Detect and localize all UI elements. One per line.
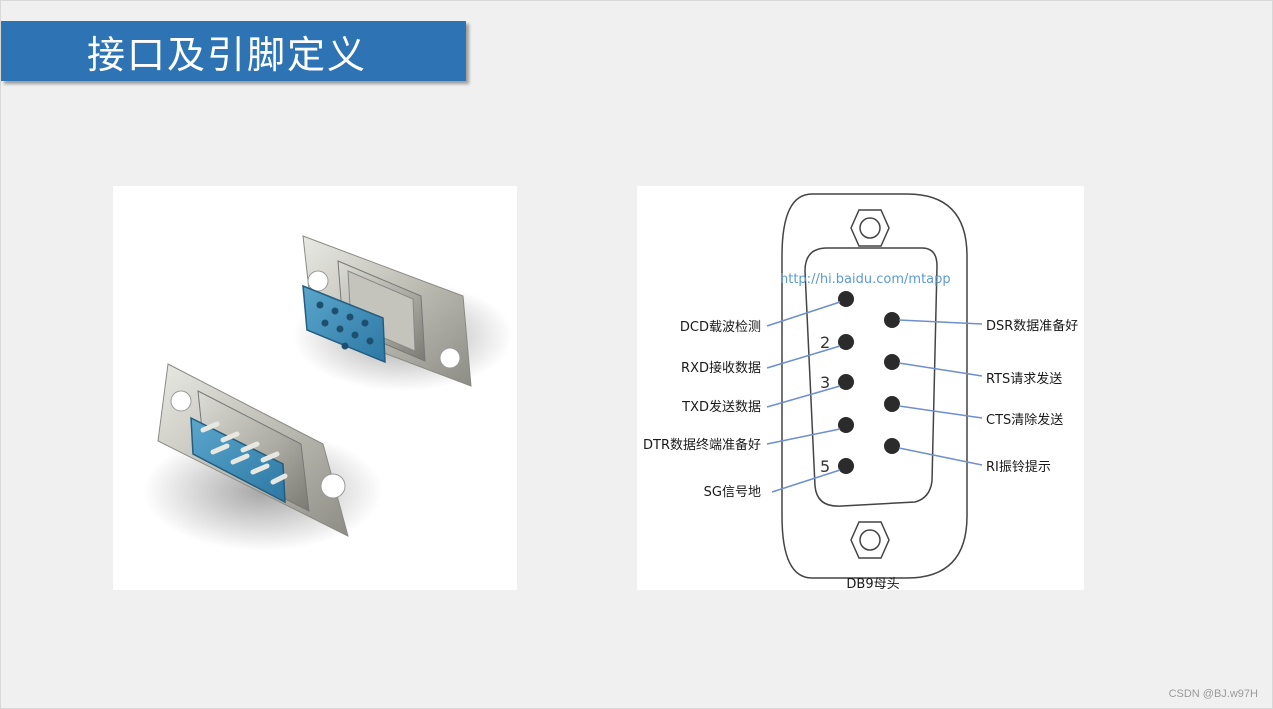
label-dsr: DSR数据准备好	[986, 318, 1078, 334]
label-txd: TXD发送数据	[681, 399, 761, 415]
title-bar: 接口及引脚定义	[1, 21, 466, 81]
male-connector	[143, 363, 383, 551]
label-sg: SG信号地	[704, 485, 761, 500]
top-mounting-nut	[850, 209, 890, 247]
pin-3	[838, 374, 854, 390]
label-rts: RTS请求发送	[986, 371, 1062, 387]
watermark: CSDN @BJ.w97H	[1168, 688, 1258, 700]
slide-title: 接口及引脚定义	[87, 32, 368, 77]
label-dcd: DCD载波检测	[680, 320, 761, 335]
pin-7	[884, 354, 900, 370]
db9-connectors-illustration	[143, 235, 513, 551]
connector-photo	[113, 186, 517, 590]
label-cts: CTS清除发送	[986, 412, 1063, 428]
bottom-mounting-nut	[850, 521, 890, 559]
label-rxd: RXD接收数据	[681, 360, 761, 376]
label-dtr: DTR数据终端准备好	[643, 437, 761, 453]
pin-6	[884, 312, 900, 328]
female-connector	[293, 235, 513, 391]
leader-lines	[766, 301, 983, 493]
pin-number-2: 2	[820, 333, 830, 352]
pin-2	[838, 334, 854, 350]
pin-8	[884, 396, 900, 412]
pinout-diagram: http://hi.baidu.com/mtapp 2 3 5	[637, 186, 1084, 590]
d-shell-outline	[804, 247, 938, 507]
pin-number-3: 3	[820, 373, 830, 392]
diagram-url: http://hi.baidu.com/mtapp	[780, 272, 951, 287]
pin-5	[838, 458, 854, 474]
diagram-caption: DB9母头	[846, 577, 899, 590]
pin-number-5: 5	[820, 457, 830, 476]
label-ri: RI振铃提示	[986, 459, 1051, 475]
pin-9	[884, 438, 900, 454]
pin-1	[838, 291, 854, 307]
db9-pinout-svg: http://hi.baidu.com/mtapp 2 3 5	[643, 193, 1078, 590]
connector-outline	[781, 193, 968, 579]
pins	[838, 291, 900, 474]
pin-4	[838, 417, 854, 433]
